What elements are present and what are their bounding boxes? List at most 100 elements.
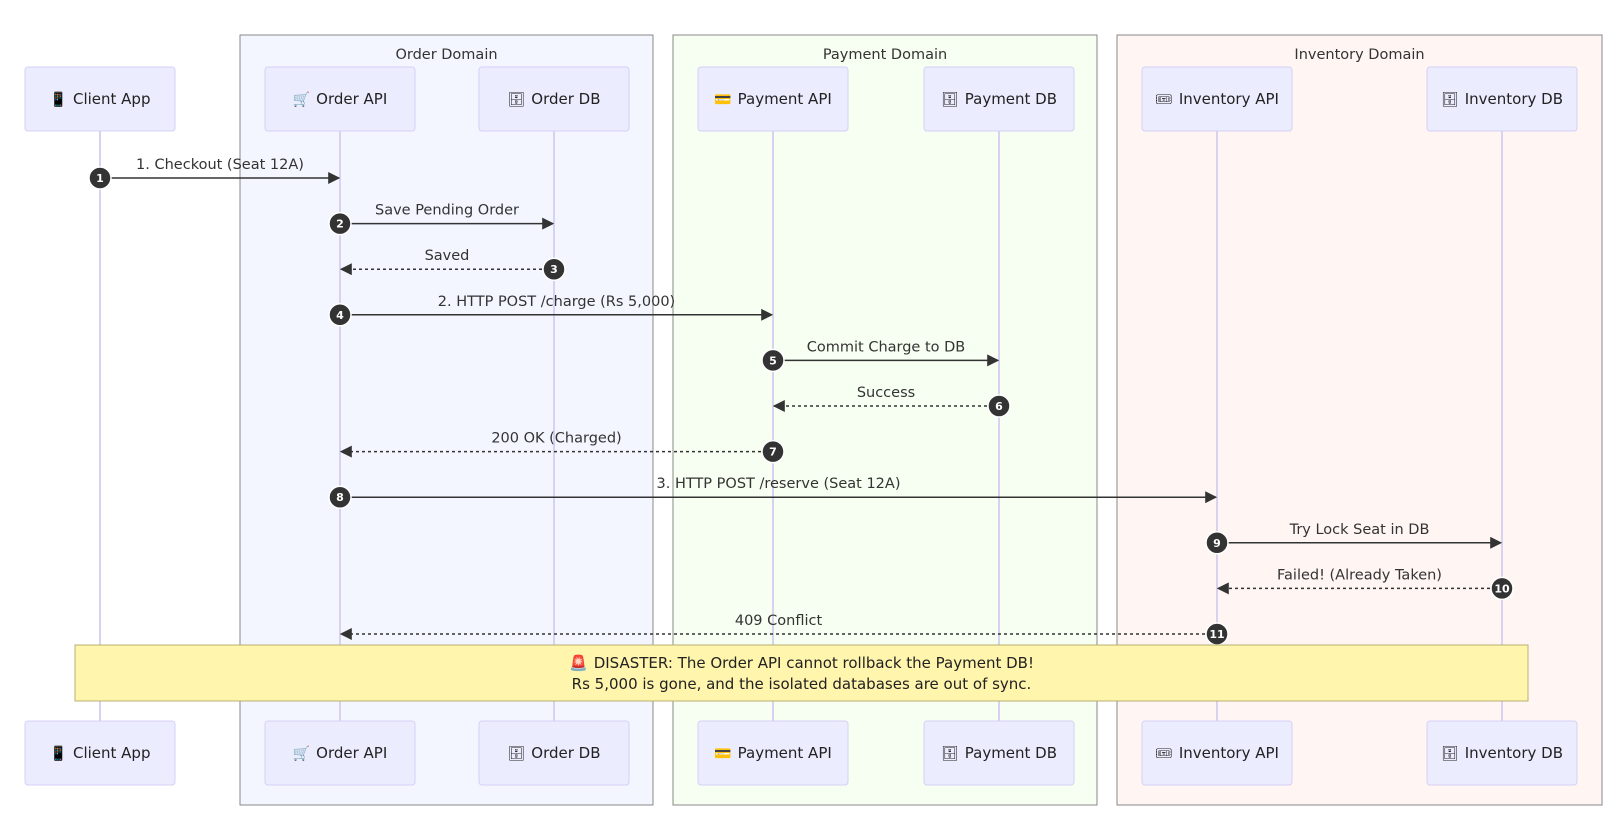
actor-box [264, 720, 416, 786]
actor-name: Payment DB [965, 744, 1057, 762]
actor-name: Payment API [738, 90, 832, 108]
disaster-note-line2: Rs 5,000 is gone, and the isolated datab… [572, 675, 1032, 693]
actor-name: Order API [316, 90, 387, 108]
actor-name: Order DB [531, 90, 600, 108]
mobile-phone-icon: 📱 [50, 745, 67, 762]
actor-box [1426, 66, 1578, 132]
database-icon: 🗄 [941, 745, 959, 762]
database-icon: 🗄 [507, 91, 525, 108]
actor-box [697, 66, 849, 132]
actor-invapi-bottom[interactable]: 🎟 Inventory API [1141, 720, 1293, 786]
actor-payapi-bottom[interactable]: 💳Payment API [697, 720, 849, 786]
actor-name: Order DB [531, 744, 600, 762]
actor-box [1141, 66, 1293, 132]
ticket-icon: 🎟 [1155, 92, 1173, 108]
actor-label: 🗄 Payment DB [941, 744, 1057, 762]
actor-box [697, 720, 849, 786]
actor-client-bottom[interactable]: 📱 Client App [24, 720, 176, 786]
message-label: 409 Conflict [735, 613, 823, 629]
actor-client-top[interactable]: 📱 Client App [24, 66, 176, 132]
note-text: DISASTER: The Order API cannot rollback … [594, 654, 1034, 672]
actor-box [24, 66, 176, 132]
actor-label: 💳 Payment API [714, 90, 832, 108]
message-label: 200 OK (Charged) [491, 431, 621, 447]
actor-label: 🗄 Inventory DB [1441, 90, 1563, 108]
actor-label: 🛒 Order API [293, 744, 388, 762]
message-label: 1. Checkout (Seat 12A) [136, 157, 304, 173]
actor-name: Inventory DB [1465, 744, 1563, 762]
message-label: Saved [425, 248, 470, 264]
actor-name: Inventory API [1179, 744, 1279, 762]
mobile-phone-icon: 📱 [50, 91, 67, 108]
message-9: Try Lock Seat in DB9 [1205, 522, 1503, 555]
message-8: 3. HTTP POST /reserve (Seat 12A) 8 [328, 476, 1218, 509]
actor-orderapi-bottom[interactable]: 🛒 Order API [264, 720, 416, 786]
actor-label: 🗄 Order DB [507, 90, 600, 108]
sequence-number-badge [328, 211, 352, 236]
message-1: 1. Checkout (Seat 12A)1 [88, 157, 341, 190]
actor-box [478, 66, 630, 132]
actor-paydb-bottom[interactable]: 🗄 Payment DB [923, 720, 1075, 786]
sequence-number: 5 [769, 354, 777, 367]
actor-name: Payment DB [965, 90, 1057, 108]
sequence-number-badge [761, 348, 785, 373]
credit-card-icon: 💳 [714, 746, 731, 762]
group-label-order: Order Domain [395, 47, 497, 63]
sequence-number: 11 [1209, 628, 1224, 641]
sequence-number-badge [328, 303, 352, 327]
ticket-icon: 🎟 [1155, 746, 1173, 762]
actor-invdb-bottom[interactable]: 🗄 Inventory DB [1426, 720, 1578, 786]
shopping-cart-icon: 🛒 [293, 91, 310, 108]
sequence-number: 6 [995, 400, 1003, 413]
sequence-number-badge [88, 166, 112, 190]
actor-label: 🗄 Payment DB [941, 90, 1057, 108]
actor-name: Order API [316, 744, 387, 762]
actor-orderdb-bottom[interactable]: 🗄Order DB [478, 720, 630, 786]
sequence-number: 4 [336, 309, 344, 322]
database-icon: 🗄 [941, 91, 959, 108]
actor-label: 📱 Client App [50, 90, 151, 108]
group-label-inventory: Inventory Domain [1294, 47, 1424, 63]
actor-orderdb-top[interactable]: 🗄 Order DB [478, 66, 630, 132]
message-label: Success [857, 385, 915, 401]
message-label: 2. HTTP POST /charge (Rs 5,000) [438, 294, 675, 310]
actor-paydb-top[interactable]: 🗄 Payment DB [923, 66, 1075, 132]
actor-box [1141, 720, 1293, 786]
message-label: 3. HTTP POST /reserve (Seat 12A) [657, 476, 901, 492]
actor-name: Inventory DB [1465, 90, 1563, 108]
shopping-cart-icon: 🛒 [293, 745, 310, 762]
actor-label: 🎟 Inventory API [1155, 744, 1279, 762]
actor-label: 🗄Order DB [507, 744, 600, 762]
sequence-number: 10 [1494, 582, 1510, 595]
sequence-number-badge [1490, 576, 1514, 601]
actor-name: Inventory API [1179, 90, 1279, 108]
database-icon: 🗄 [1441, 745, 1459, 762]
actor-payapi-top[interactable]: 💳 Payment API [697, 66, 849, 132]
actor-label: 🛒 Order API [293, 90, 388, 108]
sequence-number: 8 [336, 491, 344, 504]
sequence-number: 2 [336, 218, 344, 231]
actor-box [478, 720, 630, 786]
actor-invdb-top[interactable]: 🗄 Inventory DB [1426, 66, 1578, 132]
message-10: Failed! (Already Taken) 10 [1216, 567, 1514, 601]
sequence-number-badge [987, 394, 1011, 418]
actor-label: 🎟 Inventory API [1155, 90, 1279, 108]
actor-box [1426, 720, 1578, 786]
sequence-number-badge [1205, 531, 1229, 555]
actor-orderapi-top[interactable]: 🛒 Order API [264, 66, 416, 132]
message-label: Failed! (Already Taken) [1277, 567, 1442, 583]
actor-name: Client App [73, 90, 151, 108]
database-icon: 🗄 [1441, 91, 1459, 108]
message-label: Commit Charge to DB [807, 339, 966, 355]
actor-box [923, 66, 1075, 132]
message-label: Try Lock Seat in DB [1289, 522, 1430, 538]
sequence-number-badge [542, 257, 566, 281]
actor-label: 💳Payment API [714, 744, 832, 762]
actor-invapi-top[interactable]: 🎟 Inventory API [1141, 66, 1293, 132]
message-11: 409 Conflict 11 [339, 613, 1229, 646]
actor-name: Client App [73, 744, 151, 762]
credit-card-icon: 💳 [714, 92, 731, 108]
disaster-note-line1: 🚨DISASTER: The Order API cannot rollback… [569, 654, 1034, 672]
